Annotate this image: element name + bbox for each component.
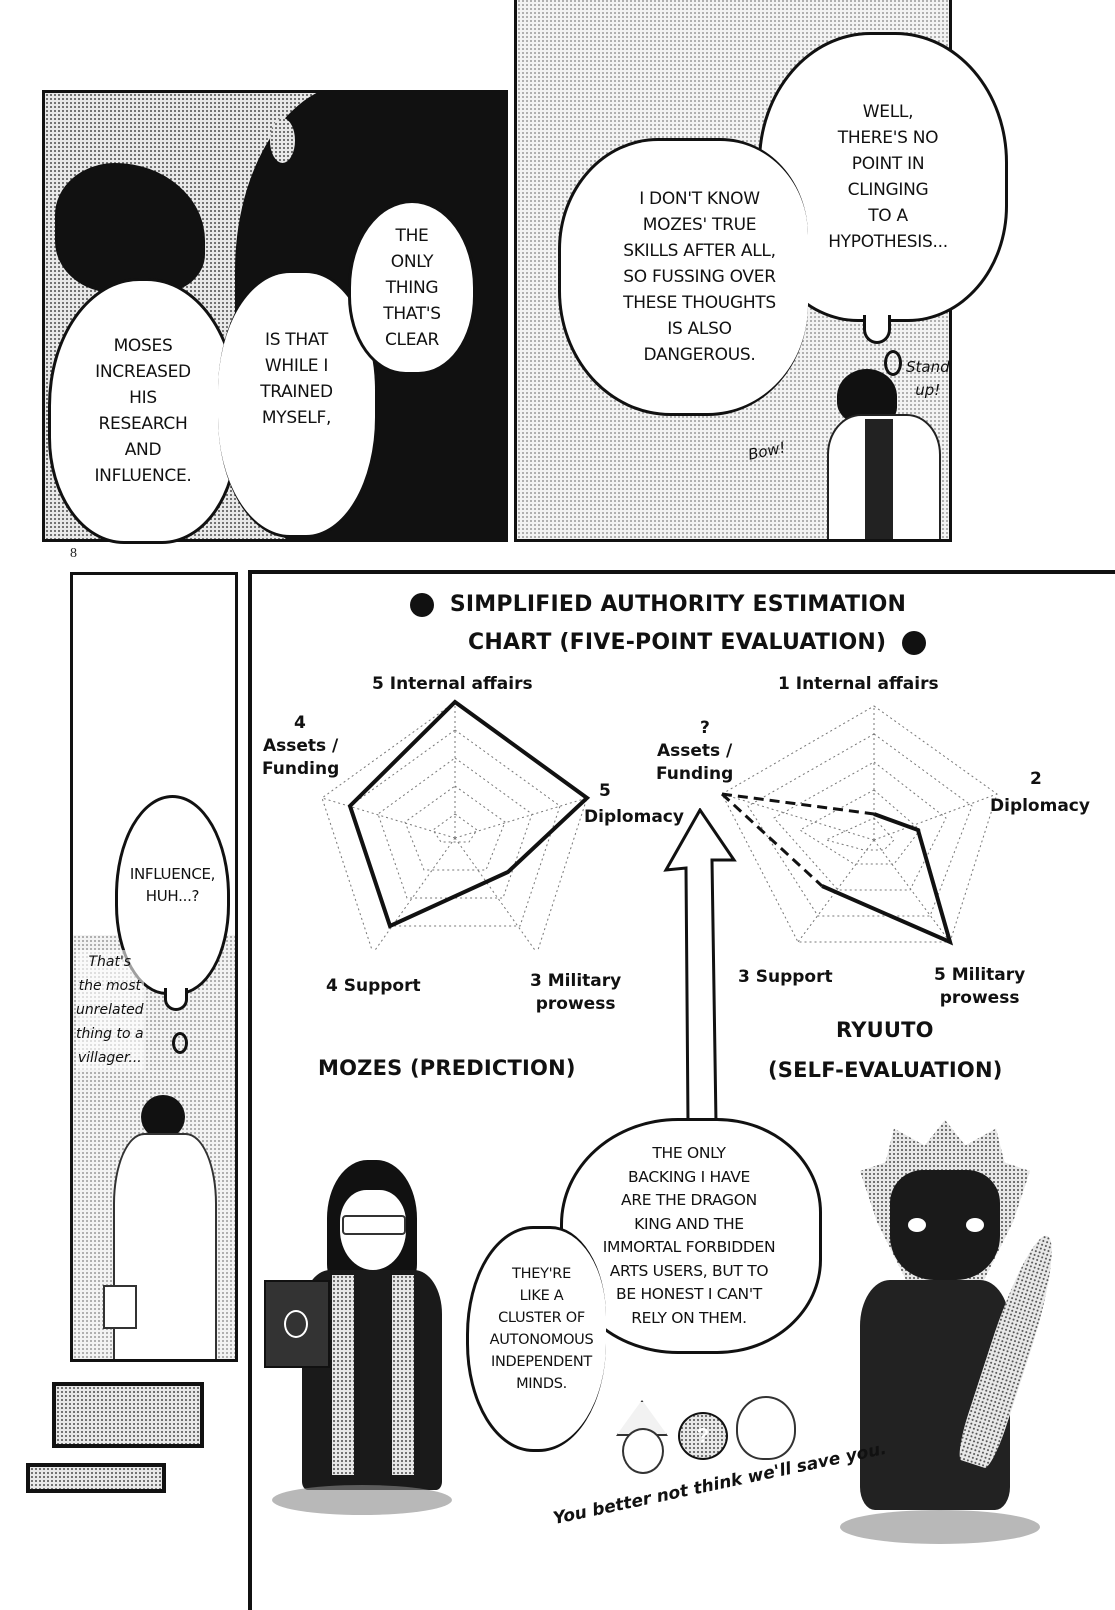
- question-mark-icon: ?: [696, 1424, 710, 1447]
- ryuuto-label-internal: 1 Internal affairs: [778, 674, 939, 694]
- sfx-stand-up: Stand up!: [906, 358, 950, 399]
- book-icon: [264, 1280, 330, 1368]
- ryuuto-label-military: 5 Military prowess: [934, 965, 1026, 1008]
- mozes-caption: MOZES (PREDICTION): [318, 1056, 576, 1080]
- thought-bubble-tail: [863, 315, 891, 344]
- character-vest: [865, 419, 893, 539]
- hooded-chibi-head: ?: [678, 1412, 728, 1460]
- laughing-chibi-head: [736, 1396, 796, 1460]
- speech-bubble-moses-increased: MOSES INCREASED HIS RESEARCH AND INFLUEN…: [48, 278, 238, 544]
- ryuuto-label-diplomacy: Diplomacy: [990, 796, 1090, 816]
- mozes-label-internal: 5 Internal affairs: [372, 674, 533, 694]
- witch-face: [622, 1428, 664, 1474]
- radar-chart-mozes: [321, 699, 591, 950]
- thought-bubble-dot: [172, 1032, 188, 1054]
- tone-frame-2: [26, 1463, 166, 1493]
- book-icon: [103, 1285, 137, 1329]
- speech-bubble-only-thing-clear: THE ONLY THING THAT'S CLEAR: [348, 200, 476, 375]
- mozes-label-assets: Assets / Funding: [262, 736, 340, 779]
- mozes-robe-stole: [332, 1275, 354, 1475]
- ryuuto-caption-line-1: RYUUTO: [836, 1018, 934, 1042]
- tone-frame-1: [52, 1382, 204, 1448]
- bubble-text: IS THAT WHILE I TRAINED MYSELF,: [260, 330, 333, 428]
- ryuuto-label-diplomacy-value: 2: [1030, 769, 1042, 789]
- radar-chart-ryuuto: [720, 705, 998, 946]
- dragon-eye-icon: [966, 1218, 984, 1232]
- dragon-king-chibi-figure: [820, 1110, 1090, 1550]
- shadow-hand: [55, 163, 205, 293]
- witch-chibi-head: [610, 1400, 670, 1475]
- shadow-ellipse: [840, 1510, 1040, 1544]
- ryuuto-bowing-figure: [817, 369, 947, 539]
- mozes-label-support: 4 Support: [326, 976, 421, 996]
- ryuuto-caption-line-2: (SELF-EVALUATION): [768, 1058, 1003, 1082]
- bubble-text: I DON'T KNOW MOZES' TRUE SKILLS AFTER AL…: [623, 189, 776, 365]
- dragon-eye-icon: [908, 1218, 926, 1232]
- character-hair: [141, 1095, 185, 1139]
- bullet-dot-icon: [902, 631, 927, 655]
- thought-bubble-tail: [164, 988, 188, 1011]
- ryuuto-label-assets: Assets / Funding: [656, 741, 734, 784]
- glasses-icon: [342, 1215, 406, 1235]
- book-emblem-icon: [284, 1310, 308, 1338]
- mozes-robe-stole: [392, 1275, 414, 1475]
- speech-bubble-dont-know-true-skills: I DON'T KNOW MOZES' TRUE SKILLS AFTER AL…: [558, 138, 808, 416]
- mozes-label-diplomacy-value: 5: [599, 781, 611, 801]
- bubble-text: THE ONLY BACKING I HAVE ARE THE DRAGON K…: [602, 1144, 776, 1327]
- bullet-dot-icon: [410, 593, 434, 617]
- shadow-ellipse: [272, 1485, 452, 1515]
- aside-unrelated-villager: That's the most unrelated thing to a vil…: [76, 950, 144, 1070]
- shadow-highlight: [270, 118, 295, 163]
- mozes-label-military: 3 Military prowess: [530, 971, 622, 1014]
- mozes-face: [340, 1190, 406, 1270]
- ryuuto-label-assets-value: ?: [700, 718, 710, 738]
- mozes-label-assets-value: 4: [294, 713, 306, 733]
- mozes-label-diplomacy: Diplomacy: [584, 807, 684, 827]
- up-arrow-icon: [663, 808, 737, 1124]
- speech-bubble-influence-huh: INFLUENCE, HUH...?: [115, 795, 230, 995]
- bubble-text: MOSES INCREASED HIS RESEARCH AND INFLUEN…: [94, 336, 192, 486]
- ryuuto-label-support: 3 Support: [738, 967, 833, 987]
- bubble-text: WELL, THERE'S NO POINT IN CLINGING TO A …: [828, 102, 948, 252]
- ryuuto-back-figure: [103, 1095, 223, 1359]
- bubble-text: THEY'RE LIKE A CLUSTER OF AUTONOMOUS IND…: [489, 1266, 594, 1392]
- bubble-text: INFLUENCE, HUH...?: [129, 865, 216, 905]
- chart-title-line-2: CHART (FIVE-POINT EVALUATION): [468, 630, 927, 655]
- page-number: 8: [70, 546, 77, 561]
- chart-title-line-1: SIMPLIFIED AUTHORITY ESTIMATION: [410, 592, 906, 617]
- mozes-chibi-figure: [262, 1160, 462, 1520]
- bubble-text: THE ONLY THING THAT'S CLEAR: [383, 225, 441, 350]
- speech-bubble-autonomous-minds: THEY'RE LIKE A CLUSTER OF AUTONOMOUS IND…: [466, 1226, 606, 1452]
- thought-bubble-dot: [884, 350, 902, 376]
- speech-bubble-only-backing: THE ONLY BACKING I HAVE ARE THE DRAGON K…: [560, 1118, 822, 1354]
